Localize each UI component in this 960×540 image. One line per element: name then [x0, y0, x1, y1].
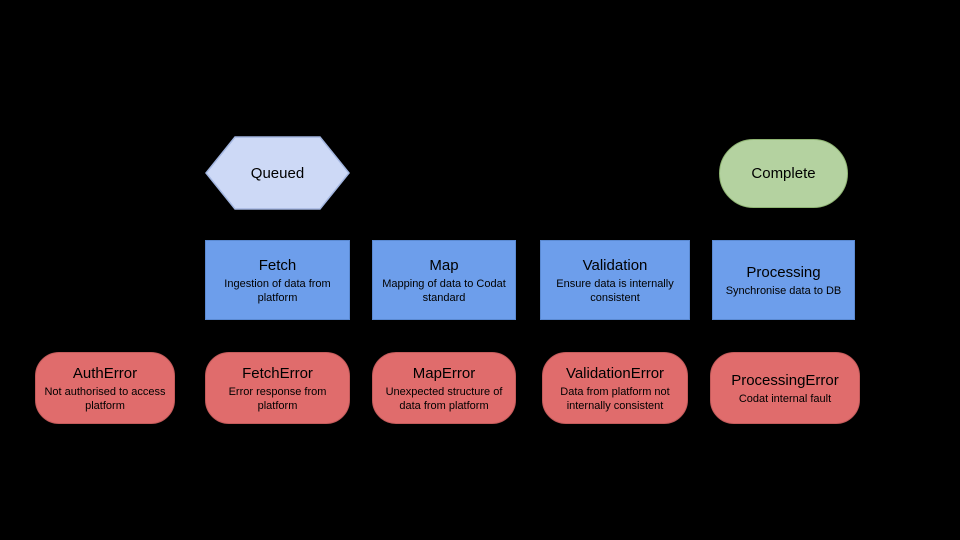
- error-processing-subtitle: Codat internal fault: [738, 392, 832, 405]
- queued-state-node: Queued: [205, 136, 350, 210]
- stage-map-node: Map Mapping of data to Codat standard: [372, 240, 516, 320]
- error-auth-node: AuthError Not authorised to access platf…: [35, 352, 175, 424]
- queued-label: Queued: [250, 164, 305, 182]
- stage-processing-node: Processing Synchronise data to DB: [712, 240, 855, 320]
- complete-state-node: Complete: [719, 139, 848, 208]
- stage-fetch-node: Fetch Ingestion of data from platform: [205, 240, 350, 320]
- error-validation-subtitle: Data from platform not internally consis…: [560, 385, 670, 412]
- stage-processing-title: Processing: [746, 263, 821, 281]
- complete-label: Complete: [751, 165, 816, 182]
- stage-processing-subtitle: Synchronise data to DB: [725, 284, 842, 297]
- stage-fetch-subtitle: Ingestion of data from platform: [224, 277, 331, 304]
- error-auth-title: AuthError: [72, 364, 138, 382]
- error-fetch-node: FetchError Error response from platform: [205, 352, 350, 424]
- error-map-subtitle: Unexpected structure of data from platfo…: [385, 385, 503, 412]
- error-map-node: MapError Unexpected structure of data fr…: [372, 352, 516, 424]
- stage-validation-subtitle: Ensure data is internally consistent: [556, 277, 674, 304]
- error-processing-node: ProcessingError Codat internal fault: [710, 352, 860, 424]
- error-auth-subtitle: Not authorised to access platform: [44, 385, 166, 412]
- stage-validation-node: Validation Ensure data is internally con…: [540, 240, 690, 320]
- hexagon-shape: [205, 136, 350, 210]
- stage-map-title: Map: [429, 256, 459, 274]
- error-fetch-subtitle: Error response from platform: [228, 385, 327, 412]
- error-map-title: MapError: [412, 364, 476, 382]
- stage-fetch-title: Fetch: [258, 256, 297, 274]
- stage-validation-title: Validation: [582, 256, 648, 274]
- error-fetch-title: FetchError: [242, 364, 313, 382]
- error-validation-title: ValidationError: [565, 364, 665, 382]
- error-validation-node: ValidationError Data from platform not i…: [542, 352, 688, 424]
- stage-map-subtitle: Mapping of data to Codat standard: [382, 277, 506, 304]
- error-processing-title: ProcessingError: [731, 371, 839, 389]
